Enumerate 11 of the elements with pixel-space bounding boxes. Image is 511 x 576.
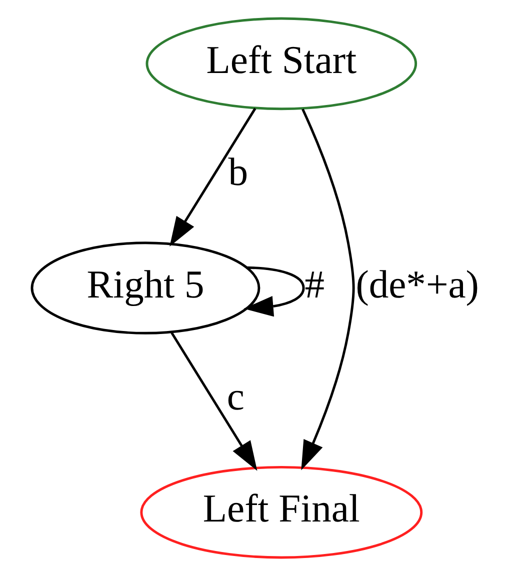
- node-ellipse: Left Final: [140, 466, 423, 559]
- edge-label: #: [304, 262, 325, 306]
- arrow: [170, 108, 256, 247]
- edge-label: c: [226, 374, 244, 419]
- edge-label: b: [228, 150, 248, 194]
- node-ellipse: Right 5: [30, 242, 260, 334]
- edge-label: (de*+a): [356, 262, 479, 306]
- arrow: [244, 266, 305, 317]
- arrow: [170, 332, 258, 471]
- node-ellipse: Left Start: [146, 17, 418, 110]
- arrow: [301, 108, 355, 470]
